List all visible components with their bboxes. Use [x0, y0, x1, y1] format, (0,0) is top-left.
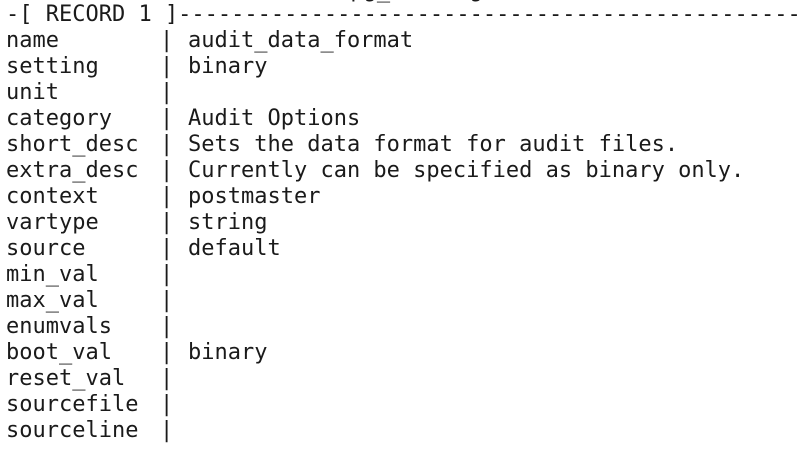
column-separator: | [160, 314, 174, 339]
column-separator: | [160, 288, 174, 313]
field-name: category [6, 106, 112, 131]
record-row: max_val | [6, 288, 801, 314]
record-row: source | default [6, 236, 801, 262]
record-row: context | postmaster [6, 184, 801, 210]
field-value: Currently can be specified as binary onl… [188, 158, 745, 183]
field-name: enumvals [6, 314, 112, 339]
column-separator: | [160, 80, 174, 105]
column-separator: | [160, 392, 174, 417]
field-name: sourcefile [6, 392, 139, 417]
field-name: max_val [6, 288, 99, 313]
record-row: category | Audit Options [6, 106, 801, 132]
field-value: Audit Options [188, 106, 361, 131]
field-name: boot_val [6, 340, 112, 365]
record-row: unit | [6, 80, 801, 106]
column-separator: | [160, 158, 174, 183]
field-name: short_desc [6, 132, 139, 157]
record-row: setting | binary [6, 54, 801, 80]
record-row: boot_val | binary [6, 340, 801, 366]
record-row: vartype | string [6, 210, 801, 236]
record-row: sourceline | [6, 418, 801, 444]
field-name: source [6, 236, 86, 261]
field-value: postmaster [188, 184, 321, 209]
record-row: sourcefile | [6, 392, 801, 418]
column-separator: | [160, 418, 174, 443]
field-value: binary [188, 54, 268, 79]
column-separator: | [160, 262, 174, 287]
column-separator: | [160, 210, 174, 235]
field-name: name [6, 28, 59, 53]
field-name: sourceline [6, 418, 139, 443]
record-row: extra_desc | Currently can be specified as… [6, 158, 801, 184]
field-name: vartype [6, 210, 99, 235]
record-block: -[ RECORD 1 ]---------------------------… [6, 2, 801, 444]
partial-top-line: pg_settings [6, 0, 496, 4]
record-header: -[ RECORD 1 ]---------------------------… [6, 2, 801, 27]
column-separator: | [160, 236, 174, 261]
field-name: min_val [6, 262, 99, 287]
field-name: reset_val [6, 366, 126, 391]
field-name: context [6, 184, 99, 209]
field-value: default [188, 236, 281, 261]
column-separator: | [160, 54, 174, 79]
field-value: binary [188, 340, 268, 365]
record-row: reset_val | [6, 366, 801, 392]
record-row: min_val | [6, 262, 801, 288]
field-value: string [188, 210, 268, 235]
column-separator: | [160, 132, 174, 157]
record-row: short_desc | Sets the data format for audi… [6, 132, 801, 158]
record-row: name | audit_data_format [6, 28, 801, 54]
field-name: unit [6, 80, 59, 105]
column-separator: | [160, 106, 174, 131]
column-separator: | [160, 340, 174, 365]
record-row: enumvals | [6, 314, 801, 340]
field-name: setting [6, 54, 99, 79]
field-value: audit_data_format [188, 28, 414, 53]
column-separator: | [160, 184, 174, 209]
field-value: Sets the data format for audit files. [188, 132, 679, 157]
field-name: extra_desc [6, 158, 139, 183]
column-separator: | [160, 366, 174, 391]
column-separator: | [160, 28, 174, 53]
